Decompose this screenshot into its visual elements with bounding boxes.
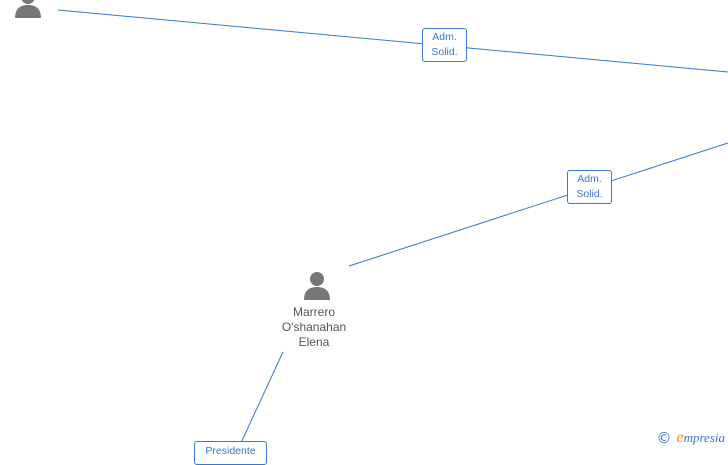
role-label-line1: Adm. [577,173,602,185]
empresia-logo: empresia [676,429,725,446]
role-label-line2: Solid. [431,46,458,58]
person-icon[interactable] [302,270,332,300]
role-box-presidente[interactable]: Presidente [194,441,267,465]
relationship-graph [57,9,728,446]
copyright-icon: © [656,429,672,447]
role-label-line2: Solid. [576,188,603,200]
role-label-line1: Presidente [205,445,256,457]
edge-marrero-to-bottom-role [239,351,284,446]
person-name-marrero[interactable]: Marrero O'shanahan Elena [254,305,374,350]
role-label-line1: Adm. [432,31,457,43]
empresia-credit[interactable]: © empresia [656,429,725,447]
role-box-adm-solid-2[interactable]: Adm. Solid. [567,170,612,204]
edge-top-person-to-company [57,9,728,73]
person-icon[interactable] [13,0,43,18]
person-name-line: O'shanahan [281,320,347,334]
role-box-adm-solid-1[interactable]: Adm. Solid. [422,28,467,62]
person-name-line: Marrero [292,305,335,319]
person-name-line: Elena [298,335,330,349]
edge-marrero-to-company [348,142,728,267]
